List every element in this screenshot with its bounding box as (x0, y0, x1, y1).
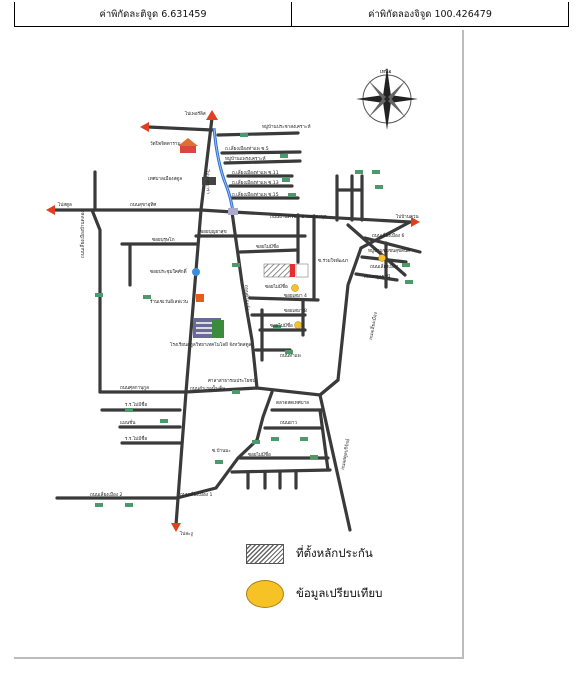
municipality-icon (202, 177, 216, 185)
label-temple: วัดปิจจิตตาราม (150, 140, 180, 147)
label-road-satun2: ถนนอำเภอน้ำเค็ม (190, 384, 225, 392)
label-soi-right-4: ถนนสตูลธานี (364, 273, 391, 280)
label-road-bankhuan: ถนนบ้านควน - บ้านคลองขุด (270, 214, 327, 220)
label-road-vertical-right: ถนนเลี่ยงเมือง (367, 312, 379, 341)
legend-comparison-label: ข้อมูลเปรียบเทียบ (296, 586, 383, 600)
arrow-west-icon (46, 205, 55, 215)
hatch-swatch-icon (246, 544, 284, 564)
legend-comparison: ข้อมูลเปรียบเทียบ (246, 580, 382, 608)
label-road-salang: ถนนสุขาอุทิศ (130, 202, 156, 208)
label-soi-13: ถ.เลี่ยงเมืองท่าแพ ซ.13 (232, 179, 279, 186)
label-no-name-4: ร.ร.ไม่มีชื่อ (125, 435, 147, 442)
vehicle-icons (95, 133, 413, 507)
label-soi-right-3: ถนนเลี่ยงเมือง (370, 263, 398, 270)
label-bypass-1: ถนนเลี่ยงเมือง 1 (180, 491, 212, 498)
label-market: ตลาดสดเทศบาล (276, 400, 309, 406)
label-soi-11: ถ.เลี่ยงเมืองท่าแพ ซ.11 (232, 169, 279, 176)
comparison-marker (378, 254, 386, 262)
bridge-icon (228, 208, 238, 215)
label-seven: ร้านเซเว่นอีเลฟเว่น (150, 298, 189, 305)
comparison-marker (294, 321, 302, 329)
legend-collateral: ที่ตั้งหลักประกัน (246, 544, 373, 564)
label-village-top: หมู่บ้านประชาสงเคราะห์ (262, 123, 310, 130)
label-soi-15: ถ.เลี่ยงเมืองท่าแพ ซ.15 (232, 191, 279, 198)
label-to-la-ngu: ไปละงู (179, 530, 193, 537)
label-village-2: หมู่บ้านแพรงเคราะห์ (225, 155, 266, 162)
label-to-ban-khuan: ไปบ้านควน (395, 213, 420, 220)
arrow-west-top-icon (140, 122, 149, 132)
coordinate-table: ค่าพิกัดละติจูด 6.631459 ค่าพิกัดลองจิจู… (14, 2, 569, 27)
arrow-east-icon (411, 217, 420, 227)
label-soi-5: ถ.เลี่ยงเมืองท่าแพ ซ.5 (225, 145, 269, 152)
right-page-rule (462, 30, 464, 658)
compass-north-label: เหนือ (380, 68, 391, 75)
label-to-satun: ไปสตูล (57, 201, 72, 208)
school-building-icon (193, 318, 224, 338)
label-soi-d: ซอยประชุมใคศักดิ์ (150, 267, 188, 275)
label-soi-right-5: ซ.ร่วมใจพัฒนา (318, 257, 349, 264)
collateral-site-marker (263, 263, 291, 278)
seven-eleven-icon (196, 294, 204, 302)
info-icon (192, 268, 200, 276)
label-no-name-2: ซอยไม่มีชื่อ (265, 283, 288, 290)
label-soi-a: ซอยบุญยาสุข (200, 229, 227, 235)
label-road-diagonal: ถนนสตูลบริรักษ์ (339, 438, 351, 470)
label-soi-right-2: หมู่บ้านชุมชนสุขสันติ (368, 247, 410, 254)
label-road-satun: ถนนศุลกานุกูล (120, 385, 149, 391)
label-soi-right-1: ถนนเลี่ยงเมือง 6 (372, 232, 404, 239)
label-bypass-2: ถนนเลี่ยงเมือง 2 (90, 491, 122, 498)
arrow-south-icon (171, 523, 181, 532)
compass-icon (356, 68, 418, 130)
label-soi-ban-ma: ซ.บ้านมะ (212, 448, 231, 454)
latitude-cell: ค่าพิกัดละติจูด 6.631459 (14, 2, 291, 26)
label-soi-b: ซอยไม่มีชื่อ (256, 243, 279, 250)
road-network (50, 116, 422, 532)
label-pak-bara: ไปปากบารา (204, 169, 212, 195)
label-no-name-1: ซอยไม่มีชื่อ (270, 322, 293, 329)
label-no-name-3: ร.ร.ไม่มีชื่อ (125, 401, 147, 408)
label-road-ya: ถนนตำมะลัง (243, 285, 252, 311)
label-tha-phae: ถนนท่าแพ (280, 353, 301, 359)
label-sala: ศาลาสาธารณประโยชน์ (208, 377, 257, 384)
label-soi-e: ซอยไม่มีชื่อ (248, 451, 271, 458)
label-soi-sema8: ซอยเสมา 8 (284, 308, 307, 314)
label-to-perlis: ไปเพอร์ลิส (184, 110, 206, 117)
comparison-marker (291, 284, 299, 292)
temple-icon (178, 138, 198, 153)
label-soi-sema4: ซอยเสมา 4 (284, 293, 307, 299)
label-thanon-yao: ถนนยาว (280, 421, 297, 426)
legend-collateral-label: ที่ตั้งหลักประกัน (296, 546, 373, 560)
label-soi-c: ซอยบุรุษโภ (152, 236, 174, 243)
oval-swatch-icon (246, 580, 284, 608)
bottom-page-rule (14, 657, 464, 659)
label-road-left-vertical: ถนนเลี่ยงเมืองบ้านคลอง (79, 210, 86, 258)
arrow-north-icon (206, 110, 218, 120)
longitude-cell: ค่าพิกัดลองจิจูด 100.426479 (291, 2, 569, 26)
label-mansion: แมนชั่น (120, 419, 136, 426)
label-municipality: เทศบาลเมืองสตูล (148, 175, 182, 182)
label-school: โรงเรียนสตูลวิทยาเทคโนโลยี จังหวัดสตูล (170, 341, 252, 348)
